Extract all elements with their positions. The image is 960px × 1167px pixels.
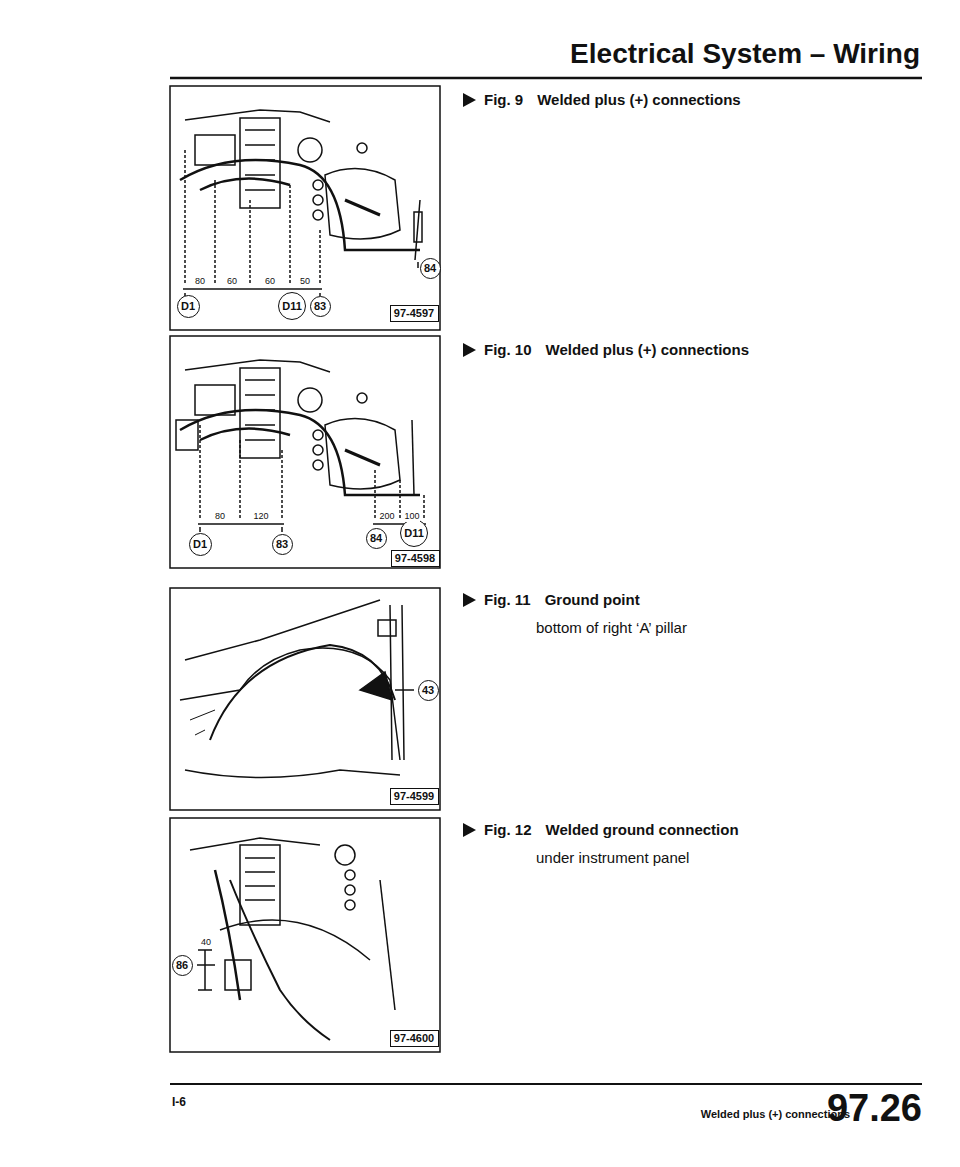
footer-rule [170, 1083, 922, 1085]
figure-number-box: 97-4600 [390, 1030, 439, 1047]
callout-circle: D11 [278, 292, 306, 320]
bullet-triangle [463, 343, 476, 357]
figure-frame [170, 818, 440, 1052]
figure-frame [170, 336, 440, 568]
figure-heading: Fig. 12 [484, 822, 532, 839]
callout-number: 86 [176, 960, 188, 971]
dimension: 60 [227, 277, 237, 287]
figure-caption: Welded plus (+) connections [537, 92, 741, 109]
figure-caption: Welded plus (+) connections [546, 342, 750, 359]
dimension: 80 [195, 277, 205, 287]
figure-frame [170, 588, 440, 810]
callout-circle: D1 [189, 533, 212, 556]
callout-circle: 83 [310, 296, 331, 317]
instrument-panel-sketch [190, 838, 395, 1040]
figure-heading: Fig. 11 [484, 592, 531, 609]
callout-number: 83 [276, 539, 288, 550]
dashboard-sketch [176, 360, 426, 532]
dimension: 60 [265, 277, 275, 287]
callout-number: D1 [181, 301, 195, 312]
figure-number: 97-4600 [394, 1033, 434, 1044]
dimension: 50 [300, 277, 310, 287]
figure-caption: Welded ground connection [546, 822, 739, 839]
figure-note: under instrument panel [536, 850, 689, 867]
callout-number: 84 [424, 263, 436, 274]
figure-number-box: 97-4597 [390, 305, 439, 322]
callout-circle: 43 [418, 680, 439, 701]
callout-circle: 84 [366, 528, 387, 549]
dashboard-sketch [180, 110, 422, 298]
figure-number: 97-4597 [394, 308, 434, 319]
page-title: Electrical System – Wiring [570, 38, 920, 70]
bullet-triangle [463, 823, 476, 837]
figure-heading: Fig. 10 [484, 342, 532, 359]
callout-circle: D1 [177, 295, 200, 318]
figure-number-box: 97-4599 [390, 788, 439, 805]
dimension: 80 [215, 512, 225, 522]
dimension: 100 [404, 512, 419, 522]
figure-note: bottom of right ‘A’ pillar [536, 620, 687, 637]
callout-number: D1 [193, 539, 207, 550]
dimension: 40 [201, 938, 211, 948]
callout-number: 43 [422, 685, 434, 696]
bullet-triangle [463, 593, 476, 607]
header-rule [170, 77, 922, 80]
callout-circle: D11 [400, 519, 428, 547]
bullet-triangle [463, 93, 476, 107]
figure-caption: Ground point [545, 592, 640, 609]
callout-circle: 86 [172, 955, 193, 976]
figure-number-box: 97-4598 [391, 550, 440, 567]
dimension: 200 [379, 512, 394, 522]
figure-frame [170, 86, 440, 330]
callout-number: 83 [314, 301, 326, 312]
page-number: I-6 [172, 1096, 186, 1109]
figure-number: 97-4599 [394, 791, 434, 802]
figure-number: 97-4598 [395, 553, 435, 564]
section-number: 97.26 [827, 1088, 922, 1130]
callout-number: D11 [404, 528, 424, 539]
pillar-sketch [180, 600, 414, 778]
callout-number: D11 [282, 301, 302, 312]
callout-circle: 84 [420, 258, 441, 279]
callout-circle: 83 [272, 534, 293, 555]
dimension: 120 [253, 512, 268, 522]
callout-number: 84 [370, 533, 382, 544]
figure-heading: Fig. 9 [484, 92, 523, 109]
